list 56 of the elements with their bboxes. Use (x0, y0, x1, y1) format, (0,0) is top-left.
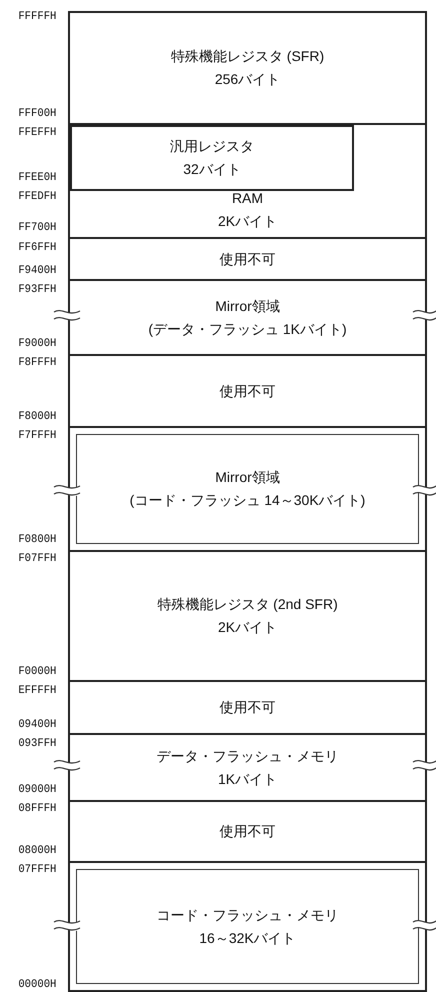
address-label: 09400H (18, 718, 56, 732)
address-label: FFFFFH (18, 10, 56, 24)
reserved-region (68, 800, 427, 863)
address-label: 093FFH (18, 737, 56, 751)
address-label: F9000H (18, 337, 56, 351)
reserved-region (68, 680, 427, 735)
address-label: FFF00H (18, 107, 56, 121)
address-label: FFEE0H (18, 171, 56, 185)
address-label: F0800H (18, 533, 56, 547)
reserved-region (68, 354, 427, 428)
address-label: FFEDFH (18, 190, 56, 204)
address-label: 00000H (18, 978, 56, 992)
region-label: RAM (232, 189, 264, 208)
region-label: コード・フラッシュ・メモリ (156, 906, 338, 924)
region-label: 32バイト (183, 160, 241, 179)
address-label: F8000H (18, 410, 56, 424)
region-label: 2Kバイト (218, 618, 278, 637)
memory-region (68, 11, 427, 125)
address-label: 08000H (18, 844, 56, 858)
address-label: F9400H (18, 264, 56, 278)
region-label: 特殊機能レジスタ (SFR) (170, 47, 324, 66)
address-label: F93FFH (18, 283, 56, 297)
memory-region (68, 123, 427, 239)
region-label: データ・フラッシュ・メモリ (156, 746, 338, 766)
address-label: 09000H (18, 783, 56, 797)
region-label: 16～32Kバイト (199, 928, 296, 948)
mirror-region (68, 426, 427, 552)
address-label: F07FFH (18, 552, 56, 566)
memory-region (68, 733, 427, 802)
register-region (70, 125, 354, 191)
region-label: 使用不可 (220, 382, 276, 400)
region-label: (コード・フラッシュ 14～30Kバイト) (130, 491, 366, 510)
region-label: Mirror領域 (215, 468, 280, 487)
region-label: 使用不可 (220, 822, 276, 841)
memory-region (68, 550, 427, 682)
address-label: FFEFFH (18, 126, 56, 140)
region-label: 汎用レジスタ (170, 137, 254, 156)
region-label: (データ・フラッシュ 1Kバイト) (148, 320, 347, 339)
address-label: FF6FFH (18, 241, 56, 255)
region-label: 使用不可 (220, 698, 276, 717)
address-label: EFFFFH (18, 684, 56, 698)
mirror-region (68, 279, 427, 356)
address-label: 07FFFH (18, 863, 56, 877)
region-label: 使用不可 (220, 250, 276, 268)
region-label: 2Kバイト (218, 212, 278, 231)
region-label: 256バイト (214, 70, 280, 89)
address-label: FF700H (18, 221, 56, 235)
address-label: 08FFFH (18, 802, 56, 816)
address-label: F8FFFH (18, 356, 56, 370)
region-label: 1Kバイト (218, 770, 278, 788)
address-label: F0000H (18, 665, 56, 679)
memory-region (68, 861, 427, 992)
address-label: F7FFFH (18, 429, 56, 443)
reserved-region (68, 237, 427, 281)
region-label: 特殊機能レジスタ (2nd SFR) (157, 595, 338, 614)
region-label: Mirror領域 (215, 296, 280, 316)
